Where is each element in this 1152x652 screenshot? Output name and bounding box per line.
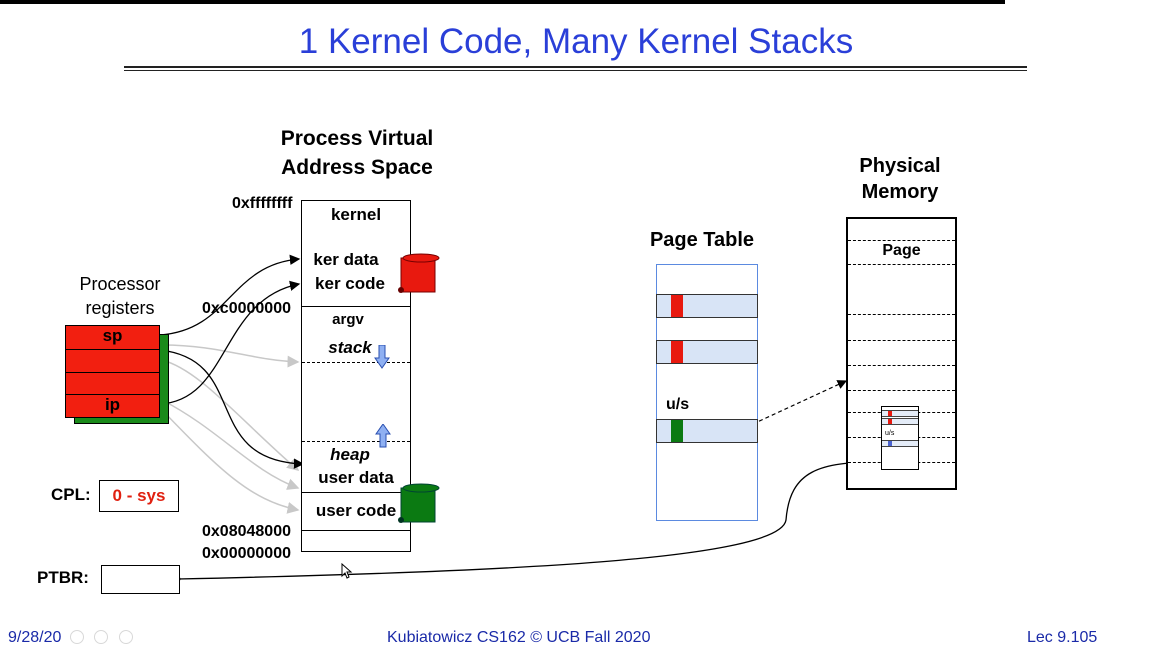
presentation-controls[interactable] [70, 630, 140, 646]
vas-header-line2: Address Space [281, 156, 433, 179]
register-ip-label: ip [104, 395, 121, 414]
stack-grow-down-icon [374, 345, 390, 369]
slide-nav-icon[interactable] [70, 630, 84, 644]
zoom-icon[interactable] [94, 630, 109, 644]
vas-header-line1: Process Virtual [280, 127, 434, 150]
top-bar [0, 0, 1005, 4]
address-top: 0xffffffff [232, 195, 293, 212]
page-boundary [848, 340, 955, 341]
mini-entry [882, 440, 918, 447]
address-kernel-boundary: 0xc0000000 [202, 300, 291, 317]
segment-ker-data: ker data [313, 250, 379, 269]
entry-flag-red [671, 341, 683, 363]
more-options-icon[interactable] [118, 630, 133, 644]
physical-memory-line2: Memory [861, 181, 939, 203]
address-zero: 0x00000000 [202, 545, 291, 562]
register-row-3 [65, 372, 160, 396]
title-rule [124, 66, 1027, 68]
entry-flag-red [671, 295, 683, 317]
page-label: Page [882, 242, 921, 259]
segment-stack: stack [328, 338, 372, 357]
mini-flag-red [888, 419, 892, 424]
mini-page-table: u/s [881, 406, 919, 470]
physical-memory-header: Physical Memory [830, 153, 970, 205]
heap-limit-line [302, 441, 410, 442]
data-code-line [302, 492, 410, 493]
page-boundary [848, 365, 955, 366]
processor-registers-label: Processor registers [60, 272, 180, 320]
cpl-value: 0 - sys [99, 480, 179, 512]
segment-kernel: kernel [330, 205, 382, 224]
kernel-code-scroll-icon [398, 253, 440, 293]
kernel-boundary-line [302, 306, 410, 307]
us-bit-label: u/s [666, 396, 690, 413]
title-rule-thin [124, 70, 1027, 71]
vas-header: Process Virtual Address Space [250, 124, 464, 182]
mouse-cursor-icon [341, 563, 353, 579]
page-boundary [848, 264, 955, 265]
entry-flag-green [671, 420, 683, 442]
slide-title: 1 Kernel Code, Many Kernel Stacks [298, 22, 854, 61]
page-table: u/s [656, 264, 758, 521]
page-table-entry-kernel-2 [656, 340, 758, 364]
mini-us-label: u/s [885, 430, 895, 437]
mini-entry [882, 418, 918, 425]
register-row-2 [65, 349, 160, 374]
footer-course: Kubiatowicz CS162 © UCB Fall 2020 [387, 629, 651, 646]
processor-label-line2: registers [85, 298, 155, 318]
processor-label-line1: Processor [79, 274, 161, 294]
register-ip: ip [65, 394, 160, 418]
heap-grow-up-icon [375, 424, 391, 448]
code-bottom-line [302, 530, 410, 531]
segment-user-data: user data [318, 468, 394, 487]
address-user-code: 0x08048000 [202, 523, 291, 540]
page-table-header: Page Table [649, 229, 755, 251]
cpl-label: CPL: [51, 485, 91, 504]
page-boundary [848, 390, 955, 391]
page-table-entry-user [656, 419, 758, 443]
stack-limit-line [302, 362, 410, 363]
ptbr-label: PTBR: [37, 568, 89, 587]
segment-heap: heap [330, 445, 370, 464]
register-sp-label: sp [102, 326, 123, 345]
footer-date: 9/28/20 [8, 629, 62, 646]
mini-flag-blue [888, 441, 892, 446]
ptbr-register [101, 565, 180, 594]
register-sp: sp [65, 325, 160, 351]
segment-ker-code: ker code [315, 274, 385, 293]
page-table-entry-kernel-1 [656, 294, 758, 318]
mini-entry [882, 410, 918, 417]
physical-memory: Page u/s [846, 217, 957, 490]
footer-slide-number: Lec 9.105 [1027, 629, 1098, 646]
physical-memory-line1: Physical [859, 155, 941, 177]
segment-user-code: user code [315, 501, 397, 520]
virtual-address-space: kernel ker data ker code argv stack heap… [301, 200, 411, 552]
page-boundary [848, 314, 955, 315]
mini-flag-red [888, 411, 892, 416]
page-boundary [848, 240, 955, 241]
segment-argv: argv [332, 311, 364, 328]
user-code-scroll-icon [398, 483, 440, 523]
